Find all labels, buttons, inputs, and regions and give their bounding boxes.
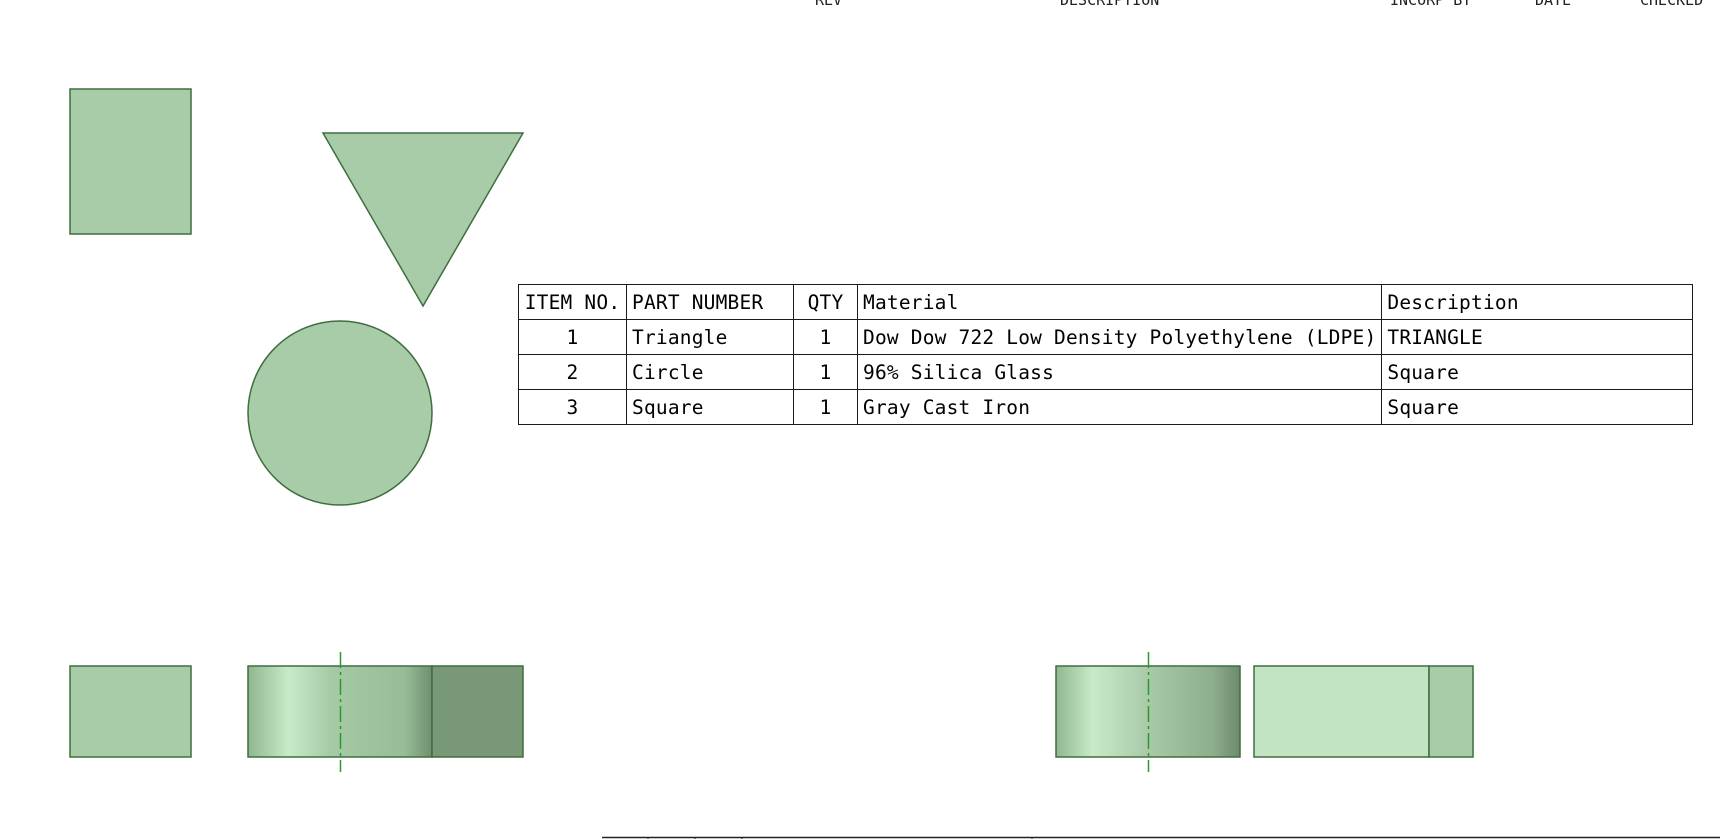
item-number-cell: 3 (518, 389, 627, 425)
triangle-part-side-view (1253, 665, 1430, 758)
header-description: Description (1381, 284, 1694, 320)
header-material: Material (856, 284, 1383, 320)
drawn-by-header: INCORP BY (1390, 0, 1472, 9)
description-header: DESCRIPTION (1060, 0, 1160, 9)
item-number-cell: 2 (518, 354, 627, 390)
header-qty: QTY (793, 284, 858, 320)
bill-of-materials-table: ITEM NO. PART NUMBER QTY Material Descri… (518, 284, 1694, 425)
description-cell: TRIANGLE (1381, 319, 1694, 355)
checked-header: CHECKED (1640, 0, 1704, 9)
table-row: 2 Circle 1 96% Silica Glass Square (518, 354, 1694, 390)
part-number-cell: Triangle (626, 319, 794, 355)
description-cell: Square (1381, 354, 1694, 390)
square-part-side-view (1428, 665, 1474, 758)
table-row: 1 Triangle 1 Dow Dow 722 Low Density Pol… (518, 319, 1694, 355)
qty-cell: 1 (793, 354, 858, 390)
qty-cell: 1 (793, 389, 858, 425)
part-number-cell: Square (626, 389, 794, 425)
material-cell: Dow Dow 722 Low Density Polyethylene (LD… (856, 319, 1383, 355)
triangle-part-front-view (431, 665, 524, 758)
material-cell: Gray Cast Iron (856, 389, 1383, 425)
qty-cell: 1 (793, 319, 858, 355)
square-part-top-view (69, 88, 192, 235)
table-row: 3 Square 1 Gray Cast Iron Square (518, 389, 1694, 425)
triangle-part-top-view (321, 132, 525, 308)
square-part-front-view (69, 665, 192, 758)
revision-header-strip: REV DESCRIPTION INCORP BY DATE CHECKED (0, 0, 1720, 11)
description-cell: Square (1381, 389, 1694, 425)
header-part-number: PART NUMBER (626, 284, 794, 320)
circle-part-top-view (247, 320, 433, 506)
item-number-cell: 1 (518, 319, 627, 355)
header-item-no: ITEM NO. (518, 284, 627, 320)
part-number-cell: Circle (626, 354, 794, 390)
date-header: DATE (1535, 0, 1572, 9)
rev-header: REV (815, 0, 843, 9)
material-cell: 96% Silica Glass (856, 354, 1383, 390)
bom-header-row: ITEM NO. PART NUMBER QTY Material Descri… (518, 284, 1694, 320)
